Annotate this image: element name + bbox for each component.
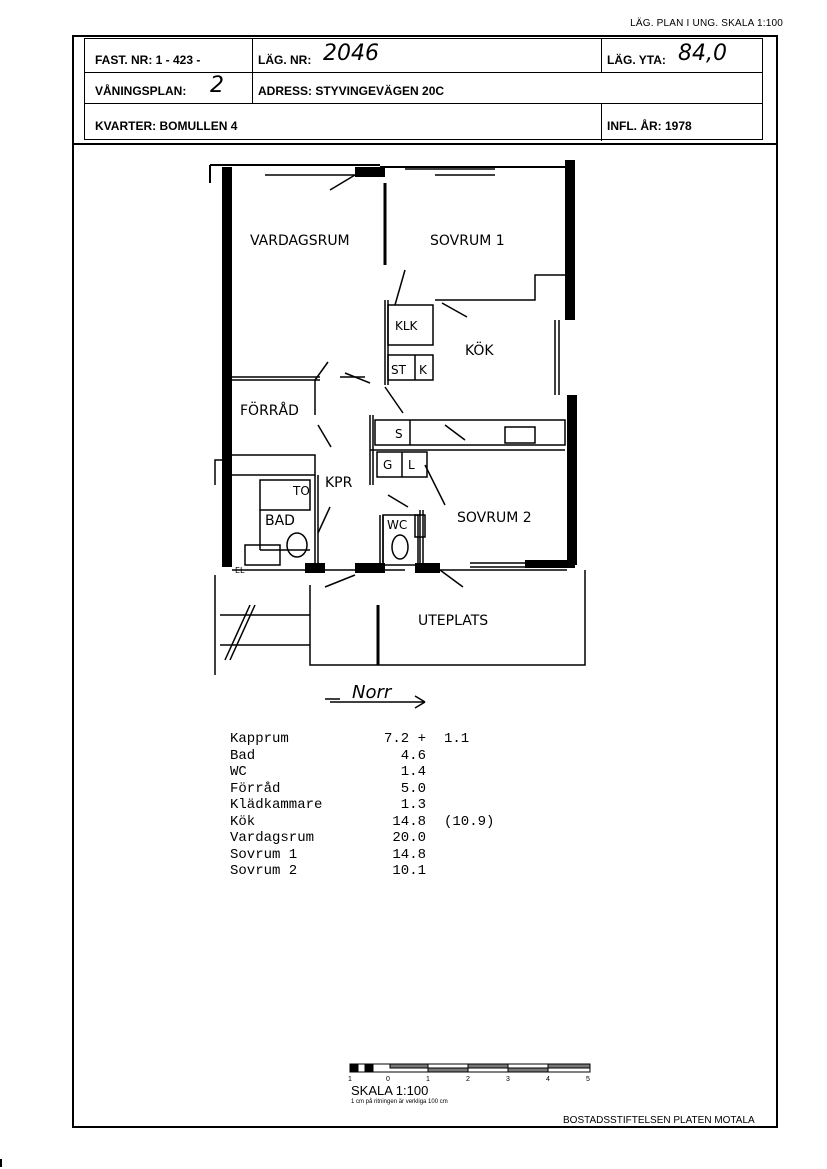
room-sovrum1: SOVRUM 1 (430, 233, 505, 249)
scale-bar: 1 0 1 2 3 4 5 (348, 1063, 591, 1083)
fast-nr: FAST. NR: 1 - 423 - (95, 53, 201, 67)
footer-org: BOSTADSSTIFTELSEN PLATEN MOTALA (563, 1115, 755, 1126)
scale-tick-label: 2 (466, 1076, 470, 1083)
area-room: Bad (230, 747, 256, 764)
infl-ar: INFL. ÅR: 1978 (607, 119, 692, 133)
header-divider (252, 72, 253, 103)
room-forrad: FÖRRÅD (240, 401, 299, 419)
room-sovrum2: SOVRUM 2 (457, 510, 532, 526)
area-room: Sovrum 1 (230, 846, 298, 863)
area-value: 4.6 (400, 747, 426, 764)
area-extra: (10.9) (444, 813, 495, 830)
scale-note: 1 cm på ritningen är verkliga 100 cm (351, 1099, 448, 1105)
scale-tick-label: 0 (386, 1076, 390, 1083)
label-to: TO (292, 484, 310, 498)
area-room: Sovrum 2 (230, 863, 298, 879)
label-g: G (383, 458, 392, 472)
info-header: FAST. NR: 1 - 423 - LÄG. NR: 2046 LÄG. Y… (84, 38, 763, 141)
area-value: 14.8 (392, 813, 426, 830)
header-divider (601, 103, 602, 141)
area-value: 7.2 + (383, 731, 426, 747)
scale-tick-label: 5 (586, 1076, 590, 1083)
area-value: 5.0 (400, 780, 426, 797)
north-label: Norr (352, 682, 393, 703)
vaningsplan-label: VÅNINGSPLAN: (95, 84, 187, 98)
area-value: 1.3 (400, 797, 426, 813)
scale-tick-label: 1 (426, 1076, 430, 1083)
area-room: Vardagsrum (230, 830, 315, 846)
north-arrow: Norr (325, 682, 426, 709)
room-kok: KÖK (465, 341, 494, 359)
area-room: Klädkammare (230, 797, 323, 813)
room-uteplats: UTEPLATS (418, 613, 488, 629)
scale-tick-label: 3 (506, 1076, 510, 1083)
area-room: Kök (230, 813, 256, 830)
header-divider (252, 39, 253, 72)
room-klk: KLK (395, 319, 419, 333)
scale-tick-label: 4 (546, 1076, 550, 1083)
room-bad: BAD (265, 513, 295, 529)
label-s: S (395, 427, 403, 441)
area-extra: 1.1 (444, 731, 470, 747)
area-value: 10.1 (392, 863, 426, 879)
lag-nr-label: LÄG. NR: (258, 53, 312, 67)
room-kpr: KPR (325, 475, 353, 491)
header-divider (85, 103, 762, 104)
vaningsplan-value: 2 (210, 73, 224, 98)
area-value: 20.0 (392, 830, 426, 846)
header-separator (72, 143, 778, 145)
scale-tick-label: 1 (348, 1076, 352, 1083)
lag-yta-value: 84,0 (678, 41, 727, 66)
lag-nr-value: 2046 (323, 41, 379, 66)
area-value: 1.4 (400, 764, 426, 780)
room-wc: WC (387, 518, 407, 532)
scale-title: SKALA 1:100 (351, 1083, 429, 1098)
header-divider (85, 72, 762, 73)
kvarter: KVARTER: BOMULLEN 4 (95, 119, 238, 133)
page-frame (72, 35, 778, 1128)
floor-plan: VARDAGSRUM SOVRUM 1 KLK KÖK ST K FÖRRÅD … (209, 160, 586, 675)
area-room: Kapprum (230, 731, 289, 747)
label-k: K (419, 363, 428, 377)
area-value: 14.8 (392, 846, 426, 863)
label-st: ST (391, 363, 407, 377)
room-vardagsrum: VARDAGSRUM (250, 233, 350, 249)
header-divider (601, 39, 602, 72)
area-room: WC (230, 764, 247, 780)
adress: ADRESS: STYVINGEVÄGEN 20C (258, 84, 445, 98)
area-room: Förråd (230, 780, 281, 797)
scale-note-top: LÄG. PLAN I UNG. SKALA 1:100 (630, 18, 783, 29)
label-l: L (408, 458, 415, 472)
corner-mark (0, 1159, 2, 1167)
label-el: EL (235, 566, 245, 575)
lag-yta-label: LÄG. YTA: (607, 53, 666, 67)
